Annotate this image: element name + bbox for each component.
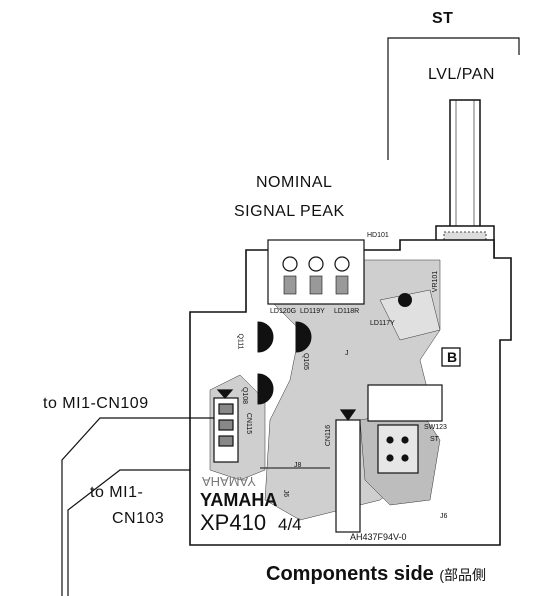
ld117y-led	[398, 293, 412, 307]
ref-q105: Q105	[302, 352, 310, 371]
ref-sw123: SW123	[424, 424, 447, 431]
brand-label: YAMAHA	[200, 490, 278, 510]
led-header	[267, 239, 365, 305]
cn103-label: CN103	[112, 510, 165, 527]
lvl-pan-label: LVL/PAN	[428, 66, 495, 83]
page-label: 4/4	[278, 515, 302, 534]
sw123-switch	[367, 384, 443, 474]
ref-hd101: HD101	[367, 232, 389, 239]
ref-cn116: CN116	[325, 424, 333, 447]
components-side-label: Components side (部品側	[266, 563, 486, 586]
mirror-brand-label: AHAMAY	[202, 474, 256, 489]
b-marker-label: B	[447, 349, 458, 365]
to-cn109-label: to MI1-CN109	[43, 395, 149, 412]
ref-j6-b: J6	[440, 513, 448, 520]
ref-q111: Q111	[236, 333, 244, 350]
ref-q108: Q108	[241, 386, 249, 405]
components-side-jp: (部品側	[439, 567, 487, 583]
signal-peak-label: SIGNAL PEAK	[234, 203, 345, 220]
to-mi1-label: to MI1-	[90, 484, 144, 501]
ref-j6-a: J6	[282, 489, 290, 498]
components-side-text: Components side	[266, 563, 434, 585]
pcb-code-label: AH437F94V-0	[350, 532, 407, 542]
ref-j8: J8	[294, 462, 302, 469]
ref-vr101: VR101	[432, 270, 440, 293]
st-bracket	[387, 37, 520, 160]
model-label: XP410	[200, 510, 267, 535]
jumper-wire	[260, 455, 361, 490]
ref-st-switch: ST	[430, 436, 439, 443]
ref-ld120g: LD120G	[270, 308, 297, 315]
leader-lines	[61, 417, 214, 596]
ref-cn115: CN115	[245, 412, 253, 435]
transistors	[257, 321, 312, 405]
ref-ld119y: LD119Y	[300, 308, 325, 315]
nominal-label: NOMINAL	[256, 174, 333, 191]
ref-ld118r: LD118R	[334, 308, 360, 315]
ref-j-a: J	[345, 350, 349, 357]
b-marker-box	[441, 347, 461, 367]
cn115-connector	[213, 389, 239, 463]
ref-ld117y: LD117Y	[370, 320, 395, 327]
st-label: ST	[432, 10, 454, 27]
cn116-connector	[335, 409, 361, 533]
